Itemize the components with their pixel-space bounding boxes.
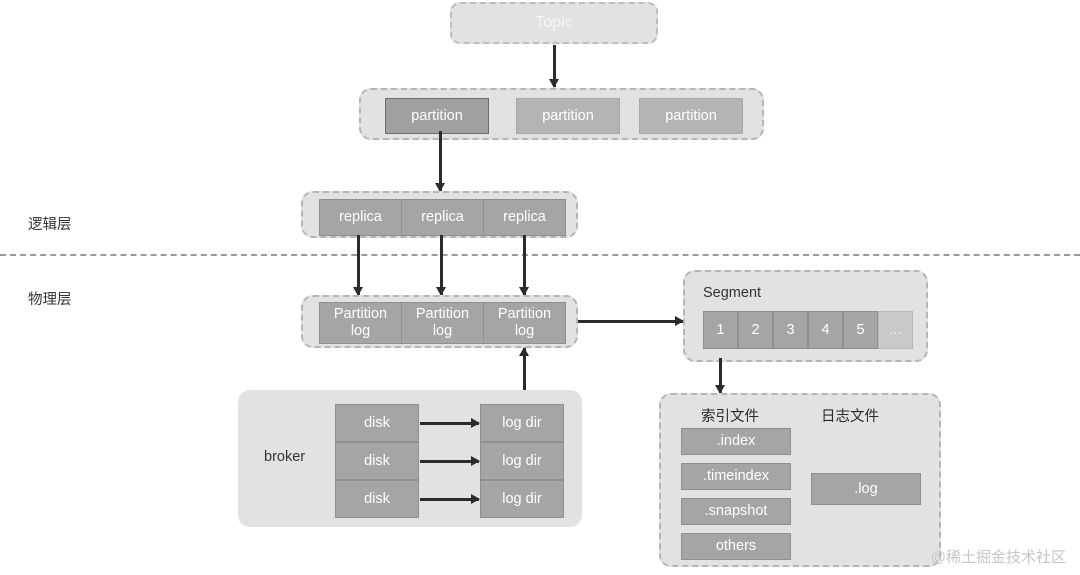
index-files-title: 索引文件 — [701, 409, 759, 425]
segment-label-1: 1 — [716, 321, 725, 338]
partition-group: partition partition partition — [359, 88, 764, 140]
index-file-label-others: others — [715, 538, 757, 555]
physical-layer-label: 物理层 — [28, 292, 72, 308]
segment-label-5: 5 — [856, 321, 865, 338]
watermark: @稀土掘金技术社区 — [930, 549, 1066, 566]
replica-node-1[interactable]: replica — [319, 199, 402, 236]
segment-node-4[interactable]: 4 — [808, 311, 843, 349]
partition-log-line2-2: log — [432, 323, 453, 339]
segment-label-3: 3 — [786, 321, 795, 338]
index-file-node-timeindex[interactable]: .timeindex — [681, 463, 791, 490]
segment-node-1[interactable]: 1 — [703, 311, 738, 349]
disk-node-1[interactable]: disk — [335, 404, 419, 442]
segment-node-3[interactable]: 3 — [773, 311, 808, 349]
segment-node-5[interactable]: 5 — [843, 311, 878, 349]
partition-label-1: partition — [411, 107, 463, 124]
replica-node-2[interactable]: replica — [401, 199, 484, 236]
log-dir-node-3[interactable]: log dir — [480, 480, 564, 518]
index-file-node-others[interactable]: others — [681, 533, 791, 560]
partition-log-line1-1: Partition — [333, 306, 388, 323]
logical-layer-label: 逻辑层 — [28, 217, 72, 233]
log-dir-label-3: log dir — [502, 490, 542, 507]
partition-log-line1-3: Partition — [497, 306, 552, 323]
replica-label-2: replica — [421, 209, 464, 226]
partition-label-2: partition — [542, 107, 594, 124]
broker-title: broker — [264, 449, 306, 465]
log-dir-label-1: log dir — [502, 414, 542, 431]
index-file-label-index: .index — [716, 433, 756, 450]
partition-label-3: partition — [665, 107, 717, 124]
segment-label-4: 4 — [821, 321, 830, 338]
segment-group: Segment 1 2 3 4 5 ... — [683, 270, 928, 362]
disk-node-3[interactable]: disk — [335, 480, 419, 518]
partition-log-node-2[interactable]: Partition log — [401, 302, 484, 344]
segment-title: Segment — [703, 285, 762, 301]
segment-node-more[interactable]: ... — [878, 311, 913, 349]
disk-label-3: disk — [364, 490, 390, 507]
disk-label-2: disk — [364, 452, 390, 469]
partition-node-2[interactable]: partition — [516, 98, 620, 134]
index-file-label-timeindex: .timeindex — [702, 468, 770, 485]
segment-label-more: ... — [889, 321, 902, 338]
topic-node: Topic — [450, 2, 658, 44]
index-file-node-index[interactable]: .index — [681, 428, 791, 455]
partition-log-node-1[interactable]: Partition log — [319, 302, 402, 344]
layer-divider — [0, 254, 1080, 256]
log-files-title: 日志文件 — [821, 409, 879, 425]
partition-log-line2-1: log — [350, 323, 371, 339]
segment-label-2: 2 — [751, 321, 760, 338]
log-dir-node-1[interactable]: log dir — [480, 404, 564, 442]
topic-label: Topic — [535, 14, 573, 31]
partition-node-3[interactable]: partition — [639, 98, 743, 134]
log-dir-label-2: log dir — [502, 452, 542, 469]
replica-group: replica replica replica — [301, 191, 578, 238]
partition-log-group: Partition log Partition log Partition lo… — [301, 295, 578, 348]
files-group: 索引文件 日志文件 .index .timeindex .snapshot ot… — [659, 393, 941, 567]
partition-log-node-3[interactable]: Partition log — [483, 302, 566, 344]
broker-group: broker disk disk disk log dir log dir lo… — [238, 390, 582, 527]
index-file-node-snapshot[interactable]: .snapshot — [681, 498, 791, 525]
partition-node-1[interactable]: partition — [385, 98, 489, 134]
index-file-label-snapshot: .snapshot — [704, 503, 768, 520]
replica-label-3: replica — [503, 209, 546, 226]
replica-node-3[interactable]: replica — [483, 199, 566, 236]
disk-label-1: disk — [364, 414, 390, 431]
log-file-node-log[interactable]: .log — [811, 473, 921, 505]
partition-log-line1-2: Partition — [415, 306, 470, 323]
segment-node-2[interactable]: 2 — [738, 311, 773, 349]
log-dir-node-2[interactable]: log dir — [480, 442, 564, 480]
partition-log-line2-3: log — [514, 323, 535, 339]
replica-label-1: replica — [339, 209, 382, 226]
disk-node-2[interactable]: disk — [335, 442, 419, 480]
log-file-label-log: .log — [854, 480, 878, 497]
